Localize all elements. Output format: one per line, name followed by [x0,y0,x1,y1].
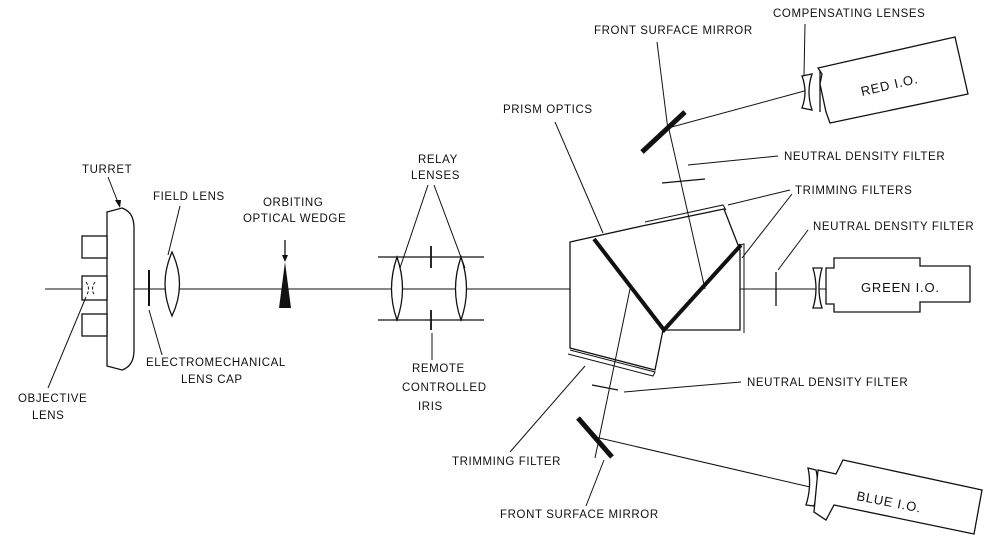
blue-io-tube: BLUE I.O. [813,459,983,535]
label-trimming-filters: TRIMMING FILTERS [795,185,912,197]
label-nd-filter-right: NEUTRAL DENSITY FILTER [813,221,974,233]
label-orbiting: ORBITING [263,197,323,209]
front-surface-mirror-top [640,110,687,154]
label-remote: REMOTE [412,363,465,375]
green-io-tube: GREEN I.O. [825,257,971,313]
label-turret: TURRET [82,164,132,176]
field-lens [164,250,181,318]
label-compensating-lenses: COMPENSATING LENSES [773,8,925,20]
label-objective: OBJECTIVE [18,393,87,405]
label-controlled: CONTROLLED [402,382,487,394]
prism-optics [567,204,745,377]
label-nd-filter-top: NEUTRAL DENSITY FILTER [784,151,945,163]
label-trimming-filter: TRIMMING FILTER [452,456,561,468]
label-front-mirror-top: FRONT SURFACE MIRROR [594,25,753,37]
optical-wedge [279,262,291,308]
label-field-lens: FIELD LENS [153,191,225,203]
label-optical-wedge: OPTICAL WEDGE [243,213,346,225]
label-front-mirror-bottom: FRONT SURFACE MIRROR [500,509,659,521]
red-io-tube: RED I.O. [816,36,969,124]
turret [81,207,135,371]
label-lenses: LENSES [411,170,460,182]
green-io-label: GREEN I.O. [861,280,940,295]
label-objective-lens: LENS [32,410,64,422]
label-electromechanical: ELECTROMECHANICAL [146,357,286,369]
label-iris: IRIS [418,401,443,413]
label-relay: RELAY [418,154,458,166]
relay-lenses [378,246,484,330]
label-nd-filter-bottom: NEUTRAL DENSITY FILTER [747,377,908,389]
label-lens-cap: LENS CAP [181,374,243,386]
label-prism-optics: PRISM OPTICS [503,104,593,116]
